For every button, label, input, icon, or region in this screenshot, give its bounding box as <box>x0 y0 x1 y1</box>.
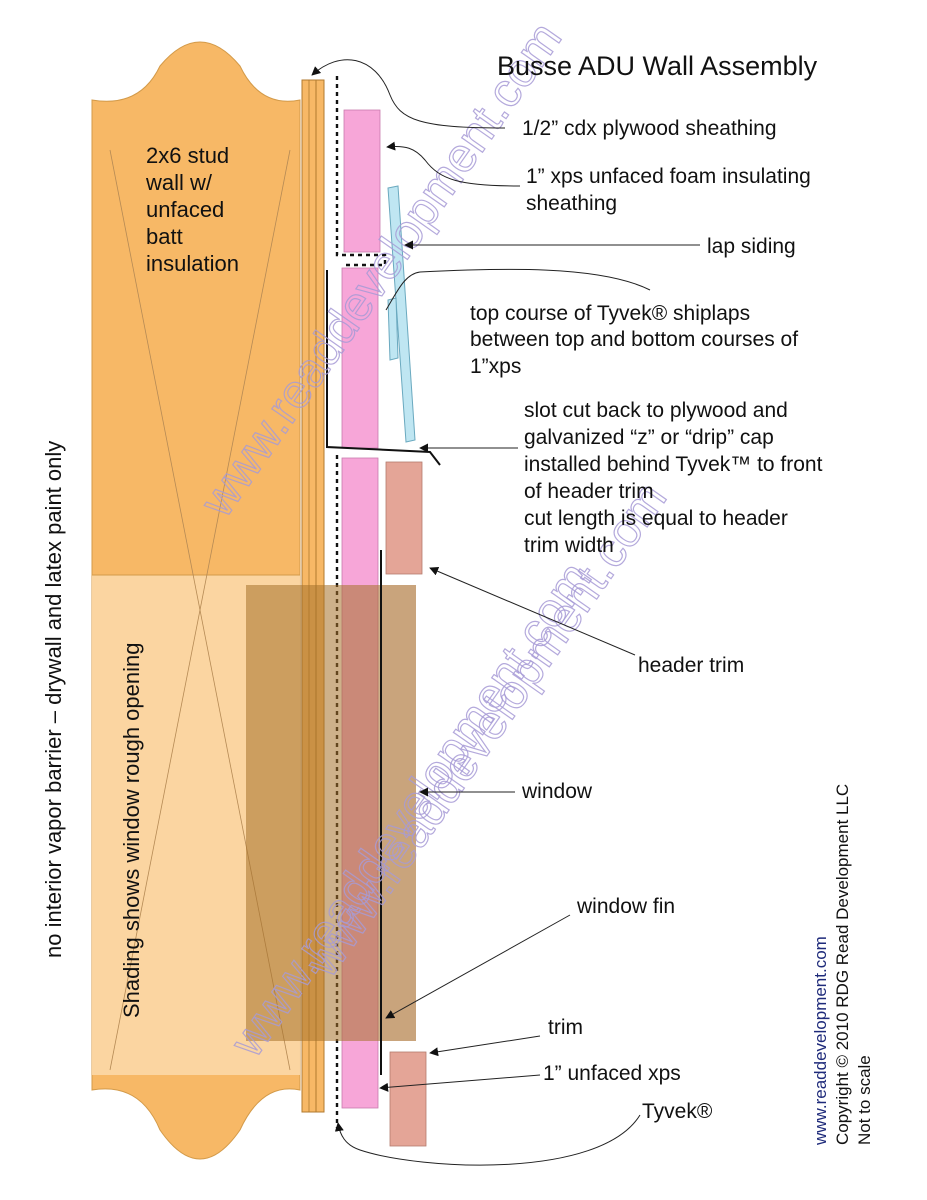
scale-note: Not to scale <box>855 1055 874 1145</box>
website-text: www.readdevelopment.com <box>811 936 830 1146</box>
rough-opening-note: Shading shows window rough opening <box>119 643 144 1018</box>
label-slot-cut-4: of header trim <box>524 480 654 503</box>
label-tyvek-shiplap-3: 1”xps <box>470 355 521 378</box>
label-slot-cut: slot cut back to plywood and <box>524 399 788 422</box>
label-xps-foam: 1” xps unfaced foam insulating <box>526 165 811 188</box>
leader-header-trim <box>429 567 636 656</box>
stud-label-line: 2x6 stud <box>146 143 229 168</box>
lap-siding-lower <box>387 297 399 361</box>
vapor-barrier-note: no interior vapor barrier – drywall and … <box>41 441 66 958</box>
leader-trim <box>429 1035 541 1057</box>
stud-wall-label: 2x6 stud wall w/ unfaced batt insulation <box>145 143 239 276</box>
leader-tyvek-shiplap <box>385 268 651 311</box>
label-slot-cut-5: cut length is equal to header <box>524 507 788 530</box>
label-slot-cut-2: galvanized “z” or “drip” cap <box>524 426 774 449</box>
bottom-trim <box>389 1051 427 1147</box>
drip-cap <box>326 270 441 466</box>
label-plywood: 1/2” cdx plywood sheathing <box>522 117 777 140</box>
label-window-fin: window fin <box>576 895 675 918</box>
leader-xps-foam <box>386 141 521 187</box>
label-header-trim: header trim <box>638 654 744 677</box>
page-title: Busse ADU Wall Assembly <box>497 51 818 81</box>
stud-label-line: wall w/ <box>145 170 213 195</box>
stud-label-line: insulation <box>146 251 239 276</box>
label-unfaced-xps: 1” unfaced xps <box>543 1062 681 1085</box>
leader-plywood <box>311 59 506 129</box>
label-trim: trim <box>548 1016 583 1039</box>
label-xps-foam-2: sheathing <box>526 192 617 215</box>
lap-siding-upper <box>387 185 416 443</box>
label-tyvek: Tyvek® <box>642 1100 713 1123</box>
label-tyvek-shiplap-2: between top and bottom courses of <box>470 328 798 351</box>
leader-window-fin <box>385 914 571 1019</box>
xps-foam-upper <box>343 109 381 253</box>
window-frame <box>380 585 416 1041</box>
label-slot-cut-3: installed behind Tyvek™ to front <box>524 453 823 476</box>
label-lap-siding: lap siding <box>707 235 796 258</box>
copyright-text: Copyright © 2010 RDG Read Development LL… <box>833 784 852 1145</box>
label-window: window <box>521 780 593 803</box>
stud-label-line: unfaced <box>146 197 224 222</box>
label-tyvek-shiplap: top course of Tyvek® shiplaps <box>470 302 750 325</box>
stud-cross-line <box>109 149 291 1071</box>
stud-label-line: batt <box>146 224 183 249</box>
header-trim <box>385 461 423 575</box>
label-slot-cut-6: trim width <box>524 534 614 557</box>
leader-tyvek <box>334 1114 641 1166</box>
leader-unfaced-xps <box>379 1074 541 1092</box>
